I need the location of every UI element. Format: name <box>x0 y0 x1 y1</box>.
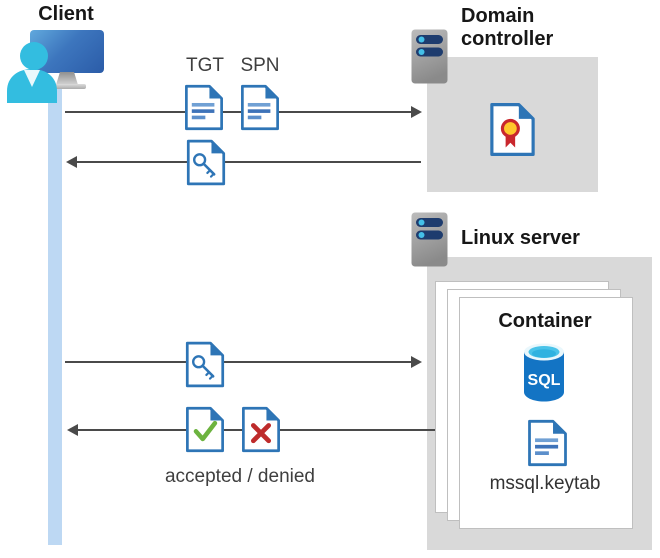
domain-controller-server-icon <box>411 29 448 84</box>
user-icon <box>7 42 57 103</box>
client-label: Client <box>38 3 94 25</box>
container-card-front <box>459 297 633 529</box>
monitor-stand-base <box>50 84 86 89</box>
tgt-label: TGT <box>186 55 224 76</box>
arrow-domain-controller-to-client <box>66 156 421 168</box>
arrow-client-to-domain-controller <box>65 106 422 118</box>
client-lifeline <box>48 88 62 545</box>
accepted-denied-label: accepted / denied <box>164 466 315 487</box>
keytab-document-icon <box>527 419 568 467</box>
x-document-icon <box>241 406 281 453</box>
sql-database-icon: SQL <box>521 342 567 404</box>
tgt-document-icon <box>184 84 224 131</box>
check-document-icon <box>185 406 225 453</box>
sql-database-label: SQL <box>528 372 561 389</box>
arrowhead-left-icon <box>67 424 78 436</box>
arrow-line <box>75 161 421 163</box>
certificate-document-icon <box>489 102 536 157</box>
keytab-label: mssql.keytab <box>489 473 601 494</box>
monitor-stand <box>56 72 78 85</box>
linux-server-icon <box>411 212 448 267</box>
arrowhead-right-icon <box>411 106 422 118</box>
arrowhead-left-icon <box>66 156 77 168</box>
arrow-line <box>65 111 413 113</box>
spn-label: SPN <box>240 55 280 76</box>
domain-controller-label: Domain controller <box>461 5 554 50</box>
arrowhead-right-icon <box>411 356 422 368</box>
spn-document-icon <box>240 84 280 131</box>
key-ticket-document-icon <box>185 340 225 389</box>
arrow-line <box>65 361 413 363</box>
key-ticket-document-icon <box>186 138 226 187</box>
container-label: Container <box>498 310 592 332</box>
linux-server-label: Linux server <box>461 227 580 249</box>
arrow-client-to-linux-server <box>65 356 422 368</box>
